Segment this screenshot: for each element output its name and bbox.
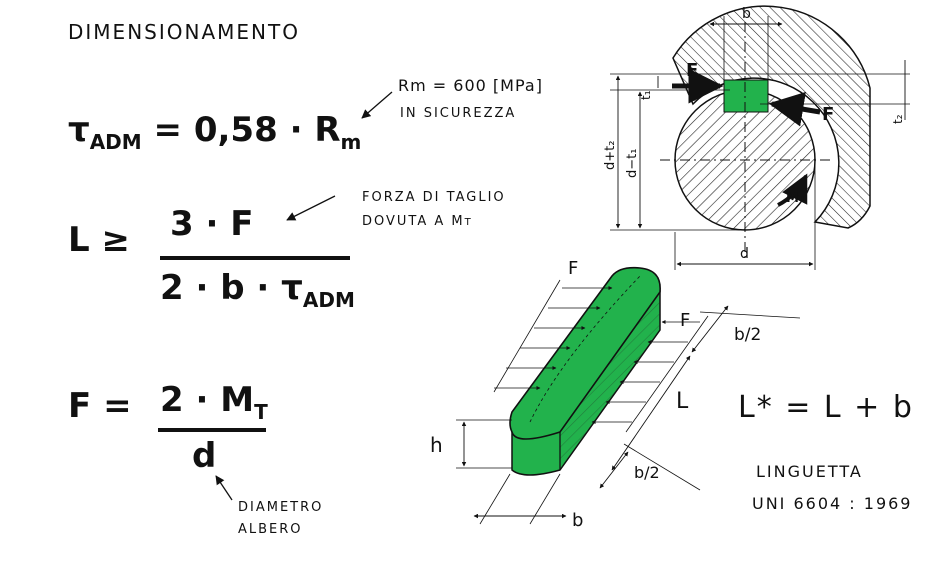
force-lhs: F =: [68, 386, 132, 426]
key-label-f-top: F: [568, 258, 578, 279]
ext-line-bhalf-top: [699, 311, 801, 319]
section-label-f-top: F: [686, 60, 698, 81]
rm-note-line2: IN SICUREZZA: [400, 106, 517, 121]
diameter-note-line1: DIAMETRO: [238, 500, 324, 515]
shear-note-line1: FORZA DI TAGLIO: [362, 190, 506, 205]
ext-line-b-left-key: [479, 473, 511, 525]
force-numerator: 2 · MT: [160, 380, 268, 424]
section-label-f-right: F: [822, 104, 834, 125]
shear-note-line2-text: DOVUTA A M: [362, 214, 465, 229]
page-title: DIMENSIONAMENTO: [68, 20, 300, 44]
section-label-t1: t₁: [639, 90, 653, 100]
tau-rhs: = 0,58 · R: [153, 110, 341, 150]
torque-arrow: [777, 173, 808, 207]
key-label-f-side: F: [680, 310, 690, 331]
shear-note-line2-sub: T: [464, 217, 473, 228]
ext-line-bhalf-bottom: [623, 443, 701, 491]
diameter-pointer-arrow: [215, 475, 233, 501]
key-label-b-half-bottom: b/2: [634, 463, 660, 482]
section-label-mt: Mᴛ: [786, 191, 807, 206]
shear-pointer-arrow: [286, 195, 336, 221]
length-denominator-text: 2 · b · τ: [160, 268, 303, 308]
dim-L: [611, 355, 691, 471]
section-label-d-plus-t2: d+t₂: [603, 141, 618, 170]
rm-pointer-arrow: [361, 91, 393, 119]
force-arrow-right: [768, 91, 821, 127]
tau-formula: τADM = 0,58 · Rm: [68, 110, 361, 154]
key-label-b: b: [572, 510, 583, 531]
section-label-t2: t₂: [891, 114, 905, 124]
length-lhs: L ≥: [68, 220, 130, 260]
diameter-note-line2: ALBERO: [238, 522, 303, 537]
force-fraction-bar: [158, 428, 266, 432]
length-denominator: 2 · b · τADM: [160, 268, 355, 312]
shear-note-line2: DOVUTA A MT: [362, 214, 473, 229]
key-top-face: [509, 266, 661, 440]
ext-line-b-right-key: [529, 473, 561, 525]
key-section: [723, 79, 769, 113]
force-numerator-sub: T: [254, 400, 268, 424]
force-denominator: d: [192, 436, 217, 476]
length-numerator: 3 · F: [170, 204, 254, 244]
key-name-line1: LINGUETTA: [756, 462, 863, 481]
key-hidden-edge: [529, 275, 641, 423]
force-numerator-text: 2 · M: [160, 380, 255, 420]
key-name-line2: UNI 6604 : 1969: [752, 494, 913, 513]
load-envelope-left: [493, 279, 561, 393]
rm-subscript: m: [340, 130, 362, 154]
dim-b-half-top: [691, 305, 729, 353]
rm-note-line1: Rm = 600 [MPa]: [398, 76, 543, 95]
length-denominator-sub: ADM: [302, 288, 355, 312]
section-label-d: d: [740, 246, 749, 262]
key-isometric: [456, 266, 801, 525]
tau-symbol: τ: [68, 110, 90, 150]
key-side-hatch: [560, 292, 660, 470]
section-label-d-minus-t1: d−t₁: [625, 149, 640, 178]
shaft-hub-section: [610, 5, 910, 270]
key-label-b-half-top: b/2: [734, 325, 761, 345]
key-label-h: h: [430, 433, 443, 457]
section-label-b: b: [742, 6, 751, 22]
tau-subscript: ADM: [89, 130, 142, 154]
lstar-formula: L* = L + b: [738, 390, 914, 425]
hub-section: [672, 5, 871, 229]
length-fraction-bar: [160, 256, 350, 260]
key-label-L: L: [676, 389, 689, 414]
dim-b-half-bottom: [599, 451, 629, 489]
